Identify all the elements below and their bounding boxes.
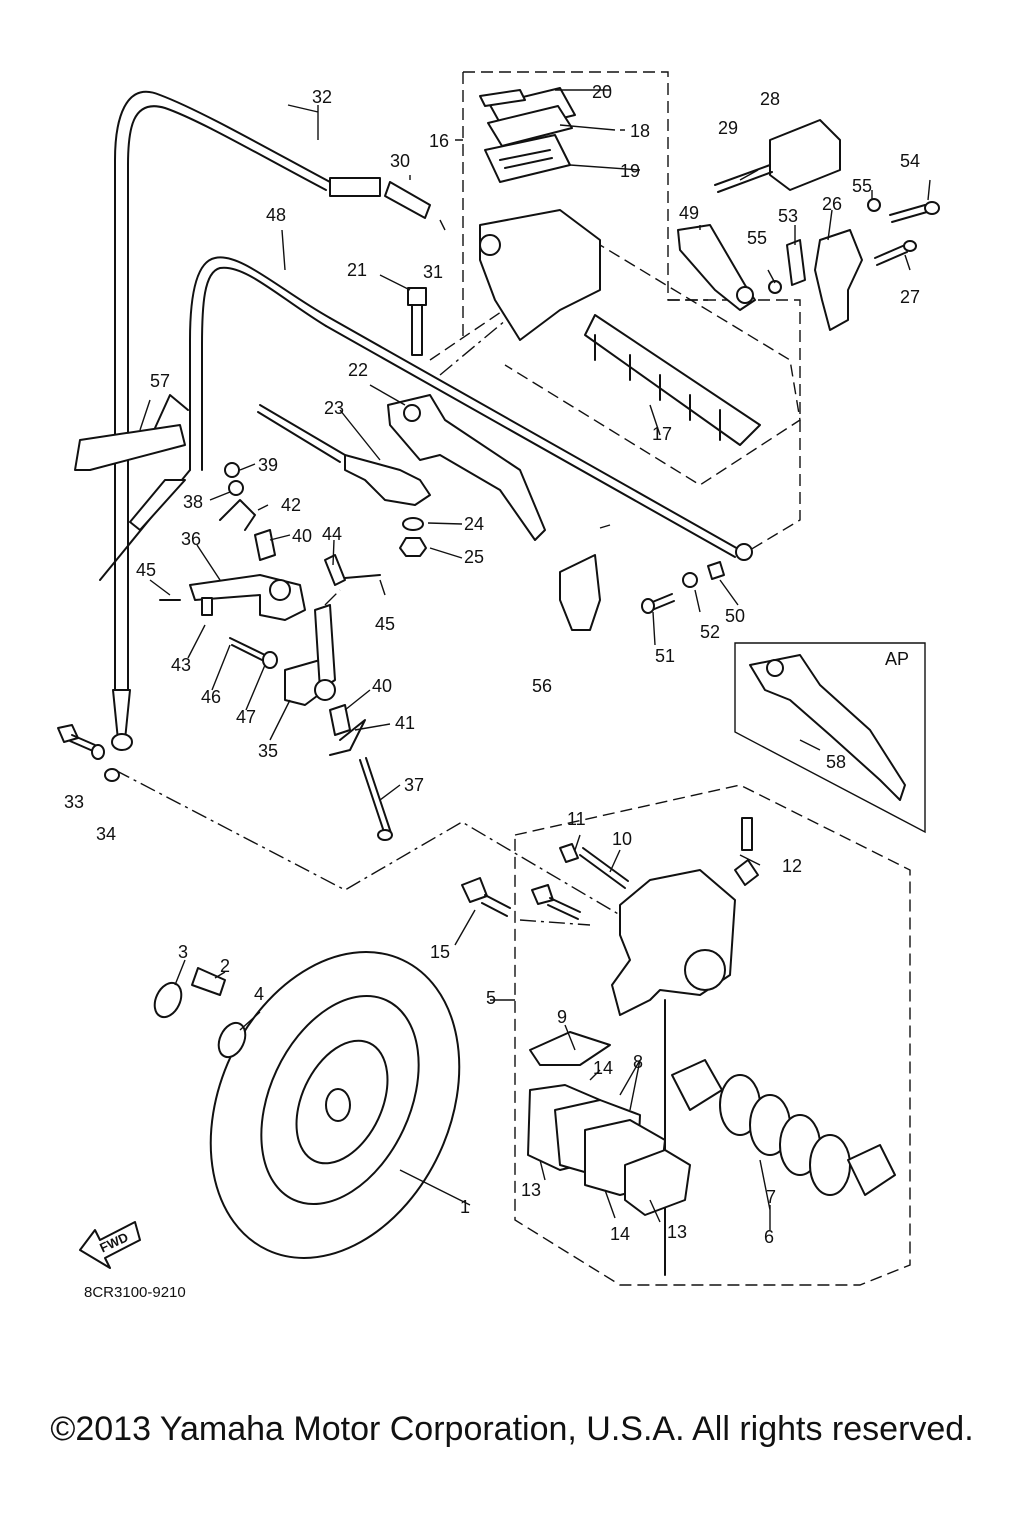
callout-48: 48 bbox=[266, 205, 286, 225]
callout-26: 26 bbox=[822, 194, 842, 214]
callout-4: 4 bbox=[254, 984, 264, 1004]
caliper-5 bbox=[611, 817, 759, 1276]
callout-33: 33 bbox=[64, 792, 84, 812]
lever-22 bbox=[387, 394, 546, 541]
callout-55: 55 bbox=[852, 176, 872, 196]
bracket-35 bbox=[284, 604, 336, 706]
callout-19: 19 bbox=[620, 161, 640, 181]
caliper-group-box bbox=[514, 784, 911, 1286]
callout-41: 41 bbox=[395, 713, 415, 733]
callout-21: 21 bbox=[347, 260, 367, 280]
small-parts-left bbox=[159, 462, 393, 841]
callout-16: 16 bbox=[429, 131, 449, 151]
callout-55b: 55 bbox=[747, 228, 767, 248]
callout-51: 51 bbox=[655, 646, 675, 666]
callout-14b: 14 bbox=[610, 1224, 630, 1244]
callout-12: 12 bbox=[782, 856, 802, 876]
callout-20: 20 bbox=[592, 82, 612, 102]
callout-52: 52 bbox=[700, 622, 720, 642]
callout-30: 30 bbox=[390, 151, 410, 171]
pads-13-14 bbox=[527, 1031, 691, 1216]
callout-54: 54 bbox=[900, 151, 920, 171]
callout-8: 8 bbox=[633, 1052, 643, 1072]
cover-56 bbox=[559, 554, 601, 631]
callout-22: 22 bbox=[348, 360, 368, 380]
leader-lines bbox=[139, 89, 931, 1230]
callout-46: 46 bbox=[201, 687, 221, 707]
callout-11: 11 bbox=[567, 809, 586, 829]
inset-box bbox=[734, 642, 926, 834]
bolt-33-34 bbox=[57, 724, 120, 782]
callout-49: 49 bbox=[679, 203, 699, 223]
callout-3: 3 bbox=[178, 942, 188, 962]
bracket-26 bbox=[814, 229, 863, 331]
lever-assembly-36 bbox=[189, 574, 306, 621]
callout-10: 10 bbox=[612, 829, 632, 849]
callout-45: 45 bbox=[136, 560, 156, 580]
callout-24: 24 bbox=[464, 514, 484, 534]
callout-40b: 40 bbox=[372, 676, 392, 696]
brake-disc-1 bbox=[209, 951, 461, 1259]
callout-38: 38 bbox=[183, 492, 203, 512]
callout-45b: 45 bbox=[375, 614, 395, 634]
callout-15: 15 bbox=[430, 942, 450, 962]
cable-32 bbox=[111, 90, 431, 751]
callout-1: 1 bbox=[460, 1197, 470, 1217]
master-cylinder-16 bbox=[479, 87, 761, 446]
callout-56: 56 bbox=[532, 676, 552, 696]
callout-29: 29 bbox=[718, 118, 738, 138]
callout-28: 28 bbox=[760, 89, 780, 109]
callout-labels: 1 2 3 4 5 6 7 8 9 10 11 12 13 13 14 14 1… bbox=[64, 82, 920, 1301]
clamp-57 bbox=[74, 394, 189, 471]
callout-50: 50 bbox=[725, 606, 745, 626]
callout-43: 43 bbox=[171, 655, 191, 675]
callout-31: 31 bbox=[423, 262, 443, 282]
callout-2: 2 bbox=[220, 956, 230, 976]
inset-label: AP bbox=[885, 649, 909, 669]
bolts-50-52 bbox=[641, 561, 725, 614]
callout-17: 17 bbox=[652, 424, 672, 444]
callout-57: 57 bbox=[150, 371, 170, 391]
callout-23: 23 bbox=[324, 398, 344, 418]
callout-53: 53 bbox=[778, 206, 798, 226]
nut-24-25 bbox=[399, 517, 427, 557]
callout-18: 18 bbox=[630, 121, 650, 141]
callout-37: 37 bbox=[404, 775, 424, 795]
caliper-bolts bbox=[461, 843, 629, 920]
callout-13b: 13 bbox=[667, 1222, 687, 1242]
callout-6: 6 bbox=[764, 1227, 774, 1247]
callout-25: 25 bbox=[464, 547, 484, 567]
callout-34: 34 bbox=[96, 824, 116, 844]
callout-9: 9 bbox=[557, 1007, 567, 1027]
fwd-arrow-icon: FWD bbox=[79, 1221, 141, 1269]
callout-44: 44 bbox=[322, 524, 342, 544]
switch-28 bbox=[714, 119, 841, 193]
callout-13: 13 bbox=[521, 1180, 541, 1200]
small-parts-right bbox=[768, 198, 940, 294]
callout-39: 39 bbox=[258, 455, 278, 475]
lever-23 bbox=[257, 404, 431, 506]
callout-58: 58 bbox=[826, 752, 846, 772]
hub-parts-2-4 bbox=[153, 967, 247, 1059]
callout-40: 40 bbox=[292, 526, 312, 546]
copyright-notice: ©2013 Yamaha Motor Corporation, U.S.A. A… bbox=[50, 1410, 974, 1448]
callout-42: 42 bbox=[281, 495, 301, 515]
cable-48 bbox=[99, 256, 753, 581]
lever-58 bbox=[749, 654, 906, 801]
pistons-6-7 bbox=[671, 1059, 896, 1196]
callout-47: 47 bbox=[236, 707, 256, 727]
callout-35: 35 bbox=[258, 741, 278, 761]
callout-36: 36 bbox=[181, 529, 201, 549]
callout-14: 14 bbox=[593, 1058, 613, 1078]
callout-27: 27 bbox=[900, 287, 920, 307]
pedal-49 bbox=[677, 224, 756, 311]
bolt-21 bbox=[407, 287, 427, 356]
callout-32: 32 bbox=[312, 87, 332, 107]
drawing-code: 8CR3100-9210 bbox=[84, 1284, 186, 1301]
callout-5: 5 bbox=[486, 988, 496, 1008]
callout-7: 7 bbox=[766, 1187, 776, 1207]
